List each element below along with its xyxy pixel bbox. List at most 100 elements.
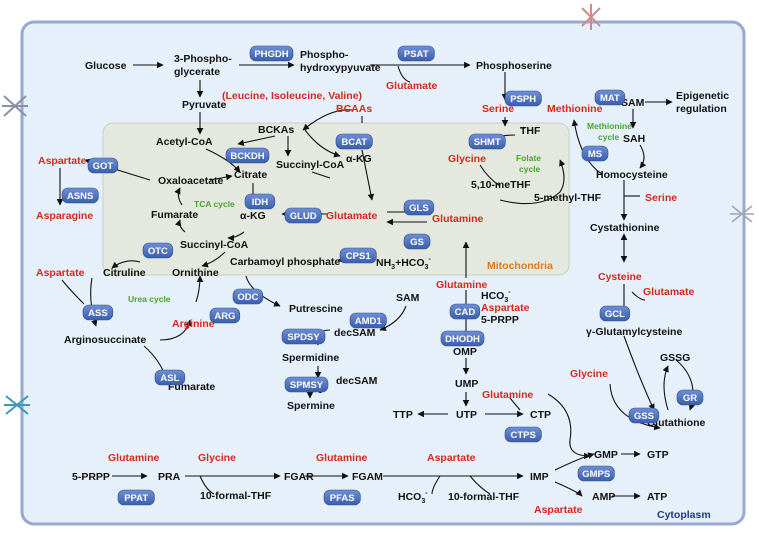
oxaloacetate-label: Oxaloacetate <box>158 175 224 187</box>
enzyme-shmt: SHMT <box>468 133 506 150</box>
mthf-label: 5,10-meTHF <box>471 179 531 191</box>
enzyme-pill-label: GCL <box>605 309 625 320</box>
urea-cycle-label: Urea cycle <box>128 294 171 304</box>
enzyme-pill-bg <box>335 133 373 150</box>
mitochondria-region <box>102 122 570 276</box>
methionine-label: Methionine <box>547 103 603 115</box>
succinylcoa-top-label: Succinyl-CoA <box>276 159 345 171</box>
enzyme-pill-label: SPDSY <box>287 332 320 343</box>
enzyme-pill-label: AMD1 <box>355 316 383 327</box>
enzyme-pill-bg <box>504 90 542 107</box>
enzyme-spmsy: SPMSY <box>284 376 329 393</box>
enzyme-pill-bg <box>142 242 174 259</box>
enzyme-bckdh: BCKDH <box>225 147 270 164</box>
sah-label: SAH <box>623 133 645 145</box>
mitochondria-label: Mitochondria <box>487 260 553 272</box>
metabolite-labels: Glucose 3-Phospho- glycerate Phospho- hy… <box>36 49 729 516</box>
prpp-pur-label: 5-PRPP <box>72 471 110 483</box>
succinylcoa-tca-label: Succinyl-CoA <box>180 239 249 251</box>
enzyme-pill-label: GOT <box>93 161 114 172</box>
enzyme-gs: GS <box>403 233 431 250</box>
enzyme-dhodh: DHODH <box>440 330 485 347</box>
pyruvate-label: Pyruvate <box>182 99 227 111</box>
enzyme-gls: GLS <box>403 199 435 216</box>
enzyme-pill-label: GS <box>410 237 424 248</box>
enzyme-pill-bg <box>61 187 99 204</box>
enzyme-pill-label: PHGDH <box>254 49 288 60</box>
methionine-cycle-label-line2: cycle <box>598 132 620 142</box>
enzyme-arg: ARG <box>209 307 241 324</box>
aspartate-amp-label: Aspartate <box>534 504 583 516</box>
glutamine-mito-label: Glutamine <box>432 213 484 225</box>
enzyme-pill-bg <box>284 207 322 224</box>
ump-label: UMP <box>455 378 478 390</box>
enzyme-pfas: PFAS <box>323 489 361 506</box>
enzyme-pill-label: GR <box>683 393 697 404</box>
enzyme-pill-label: CAD <box>455 307 476 318</box>
enzyme-pill-label: MS <box>588 149 602 160</box>
enzyme-pill-label: ASNS <box>67 191 93 202</box>
formal-thf-1-label: 10-formal-THF <box>200 490 272 502</box>
spermine-label: Spermine <box>287 400 335 412</box>
enzyme-pill-label: PSAT <box>404 49 429 60</box>
enzyme-pill-label: GSS <box>634 411 654 422</box>
enzyme-cad: CAD <box>449 303 481 320</box>
ctp-label: CTP <box>530 409 551 421</box>
enzyme-glud: GLUD <box>284 207 322 224</box>
atp-label: ATP <box>647 491 667 503</box>
enzyme-pill-label: BCKDH <box>230 151 264 162</box>
enzyme-idh: IDH <box>244 193 276 210</box>
phosphohydroxypyruvate-label-line2: hydroxypyuvate <box>300 62 381 74</box>
enzyme-pill-bg <box>504 426 542 443</box>
enzyme-pill-label: GMPS <box>582 469 610 480</box>
serine-right-label: Serine <box>645 192 677 204</box>
phosphoserine-label: Phosphoserine <box>476 60 552 72</box>
glutamine-ctps-label: Glutamine <box>482 389 534 401</box>
tca-cycle-label: TCA cycle <box>194 199 235 209</box>
enzyme-psat: PSAT <box>397 45 435 62</box>
enzyme-pill-bg <box>232 288 264 305</box>
decsam-2-label: decSAM <box>336 375 378 387</box>
enzyme-otc: OTC <box>142 242 174 259</box>
enzyme-pill-label: IDH <box>252 197 269 208</box>
enzyme-pill-bg <box>339 247 377 264</box>
enzyme-pill-bg <box>323 489 361 506</box>
ornithine-label: Ornithine <box>172 267 219 279</box>
enzyme-pill-bg <box>225 147 270 164</box>
cycle-labels: TCA cycle Urea cycle Folate cycle Methio… <box>128 121 711 521</box>
putrescine-label: Putrescine <box>289 303 343 315</box>
enzyme-bcat: BCAT <box>335 133 373 150</box>
glycine-folate-label: Glycine <box>448 153 486 165</box>
omp-label: OMP <box>453 346 477 358</box>
folate-cycle-label-line2: cycle <box>519 164 541 174</box>
citruline-label: Citruline <box>103 267 146 279</box>
formal-thf-2-label: 10-formal-THF <box>448 491 520 503</box>
utp-label: UTP <box>456 409 477 421</box>
hco3-pur-label: HCO3- <box>398 490 428 505</box>
aspartate-got-label: Aspartate <box>38 155 87 167</box>
enzyme-pill-bg <box>397 45 435 62</box>
folate-cycle-label-line1: Folate <box>516 153 541 163</box>
enzyme-gcl: GCL <box>599 305 631 322</box>
enzyme-pill-bg <box>284 376 329 393</box>
carbamoyl-phosphate-label: Carbamoyl phosphate <box>230 256 340 268</box>
fgar-label: FGAR <box>284 471 314 483</box>
prpp-cad-label: 5-PRPP <box>481 314 519 326</box>
enzyme-gr: GR <box>676 389 704 406</box>
enzyme-pill-bg <box>87 157 119 174</box>
aspartate-pur-label: Aspartate <box>427 452 476 464</box>
enzyme-pill-label: PPAT <box>124 493 148 504</box>
fumarate-tca-label: Fumarate <box>151 209 198 221</box>
epigenetic-label-line1: Epigenetic <box>676 90 729 102</box>
enzyme-pill-bg <box>249 45 294 62</box>
enzyme-pill-label: GLS <box>409 203 429 214</box>
enzyme-pill-label: SPMSY <box>290 380 324 391</box>
enzyme-phgdh: PHGDH <box>249 45 294 62</box>
aspartate-cad-label: Aspartate <box>481 302 530 314</box>
spermidine-label: Spermidine <box>282 352 339 364</box>
enzyme-gmps: GMPS <box>577 465 615 482</box>
enzyme-ms: MS <box>581 145 609 162</box>
enzyme-pill-label: ODC <box>237 292 258 303</box>
arginosuccinate-label: Arginosuccinate <box>64 334 146 346</box>
